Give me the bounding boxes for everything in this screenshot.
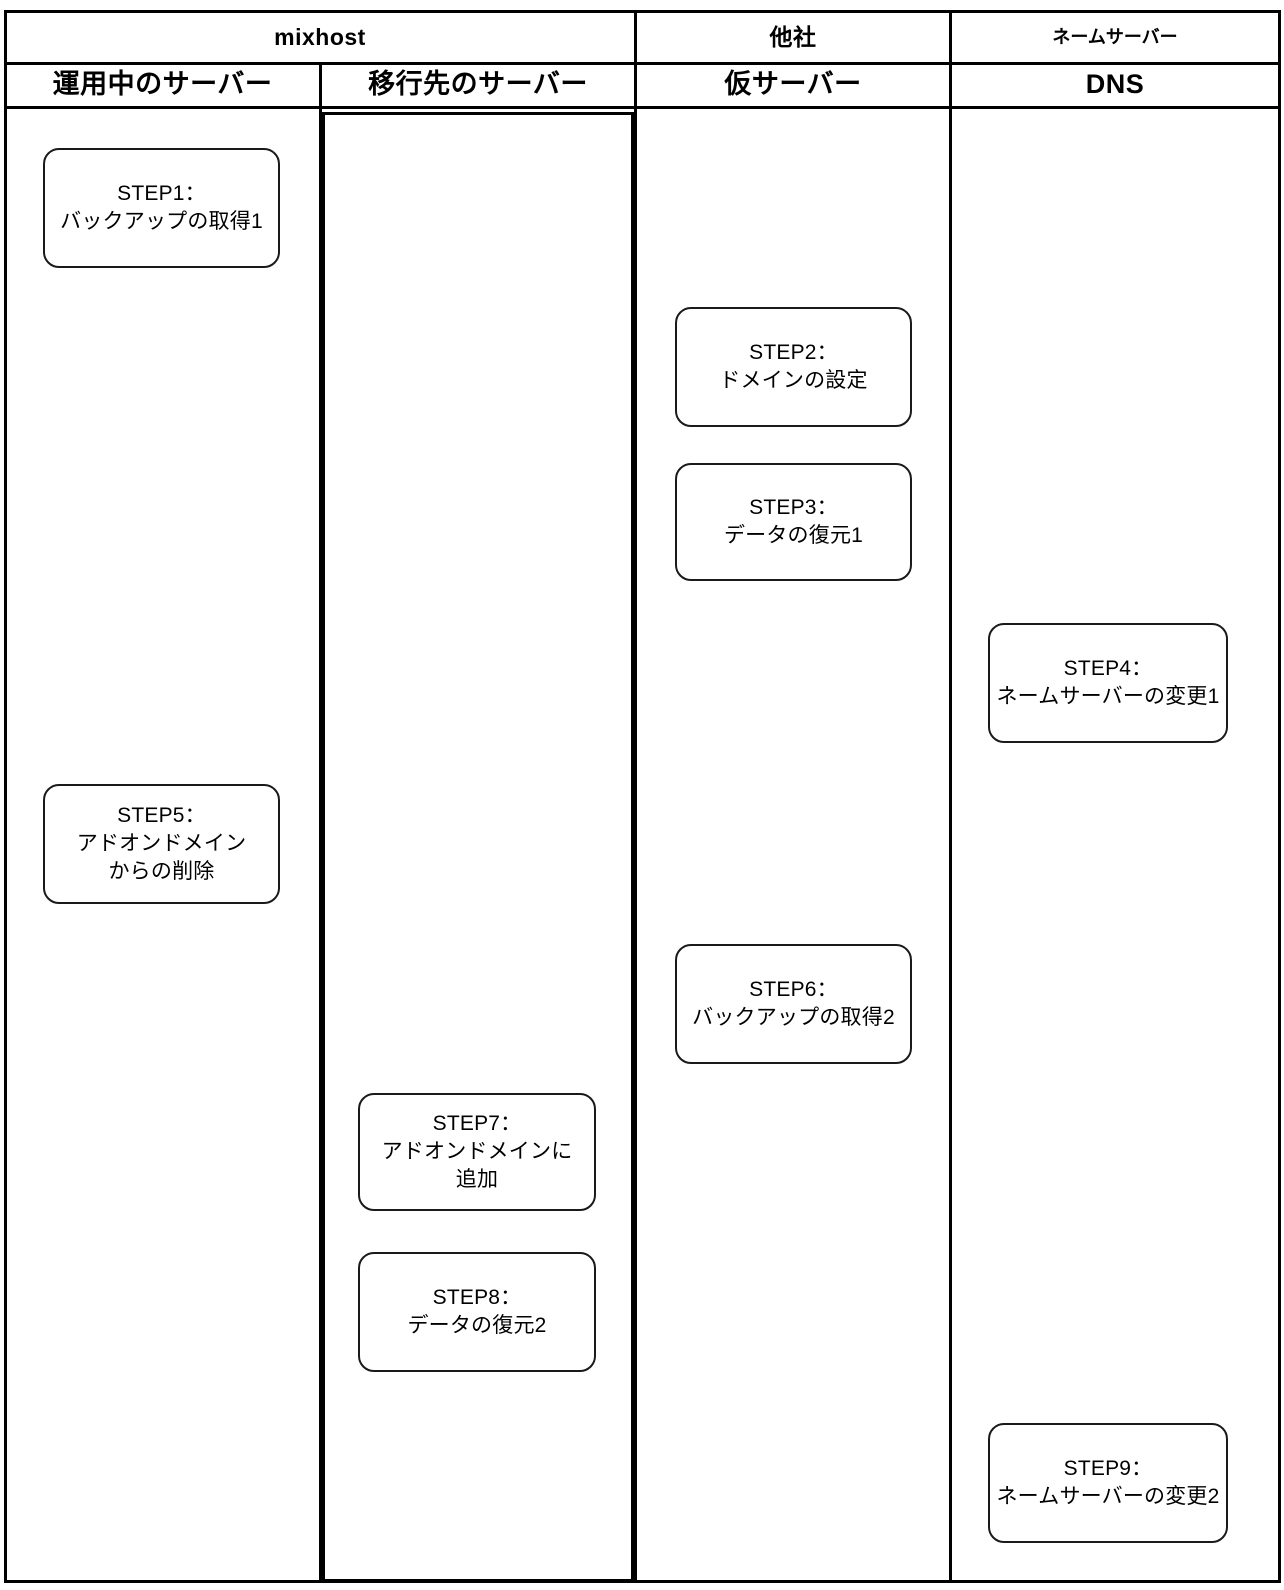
header-row-divider bbox=[4, 62, 1281, 65]
header-column-active-server-label: 運用中のサーバー bbox=[52, 69, 273, 100]
table-right-border bbox=[1278, 10, 1281, 1583]
target-server-column-panel bbox=[322, 112, 634, 1582]
step-box-step4-label: STEP4： ネームサーバーの変更1 bbox=[996, 657, 1220, 708]
step-box-step8[interactable]: STEP8： データの復元2 bbox=[358, 1252, 596, 1372]
step-box-step5[interactable]: STEP5： アドオンドメイン からの削除 bbox=[43, 784, 280, 904]
header-column-active-server: 運用中のサーバー bbox=[6, 64, 319, 106]
header-column-dns: DNS bbox=[952, 64, 1278, 106]
column-divider-2 bbox=[634, 10, 637, 1583]
step-box-step1[interactable]: STEP1： バックアップの取得1 bbox=[43, 148, 280, 268]
header-body-divider bbox=[4, 106, 1281, 109]
column-divider-1 bbox=[319, 62, 322, 1583]
header-group-nameserver: ネームサーバー bbox=[952, 12, 1278, 62]
header-group-other-company-label: 他社 bbox=[769, 23, 817, 50]
step-box-step4[interactable]: STEP4： ネームサーバーの変更1 bbox=[988, 623, 1228, 743]
step-box-step9[interactable]: STEP9： ネームサーバーの変更2 bbox=[988, 1423, 1228, 1543]
header-group-other-company: 他社 bbox=[637, 12, 949, 62]
table-left-border bbox=[4, 10, 7, 1583]
header-group-mixhost: mixhost bbox=[6, 12, 634, 62]
step-box-step5-label: STEP5： アドオンドメイン からの削除 bbox=[76, 804, 247, 883]
table-bottom-border bbox=[4, 1580, 1281, 1583]
header-column-target-server-label: 移行先のサーバー bbox=[368, 69, 588, 100]
column-divider-3 bbox=[949, 10, 952, 1583]
header-column-dns-label: DNS bbox=[1085, 69, 1145, 100]
step-box-step9-label: STEP9： ネームサーバーの変更2 bbox=[996, 1457, 1220, 1508]
step-box-step3-label: STEP3： データの復元1 bbox=[723, 496, 864, 547]
step-box-step2-label: STEP2： ドメインの設定 bbox=[719, 341, 868, 392]
step-box-step2[interactable]: STEP2： ドメインの設定 bbox=[675, 307, 912, 427]
table-top-border bbox=[4, 10, 1281, 13]
header-group-nameserver-label: ネームサーバー bbox=[1052, 26, 1178, 47]
header-group-mixhost-label: mixhost bbox=[274, 23, 366, 50]
header-column-temp-server-label: 仮サーバー bbox=[724, 69, 862, 100]
step-box-step7-label: STEP7： アドオンドメインに 追加 bbox=[381, 1112, 573, 1191]
header-column-target-server: 移行先のサーバー bbox=[322, 64, 634, 106]
header-column-temp-server: 仮サーバー bbox=[637, 64, 949, 106]
step-box-step7[interactable]: STEP7： アドオンドメインに 追加 bbox=[358, 1093, 596, 1211]
step-box-step1-label: STEP1： バックアップの取得1 bbox=[60, 182, 263, 233]
step-box-step6-label: STEP6： バックアップの取得2 bbox=[692, 978, 895, 1029]
step-box-step6[interactable]: STEP6： バックアップの取得2 bbox=[675, 944, 912, 1064]
step-box-step3[interactable]: STEP3： データの復元1 bbox=[675, 463, 912, 581]
step-box-step8-label: STEP8： データの復元2 bbox=[407, 1286, 547, 1337]
